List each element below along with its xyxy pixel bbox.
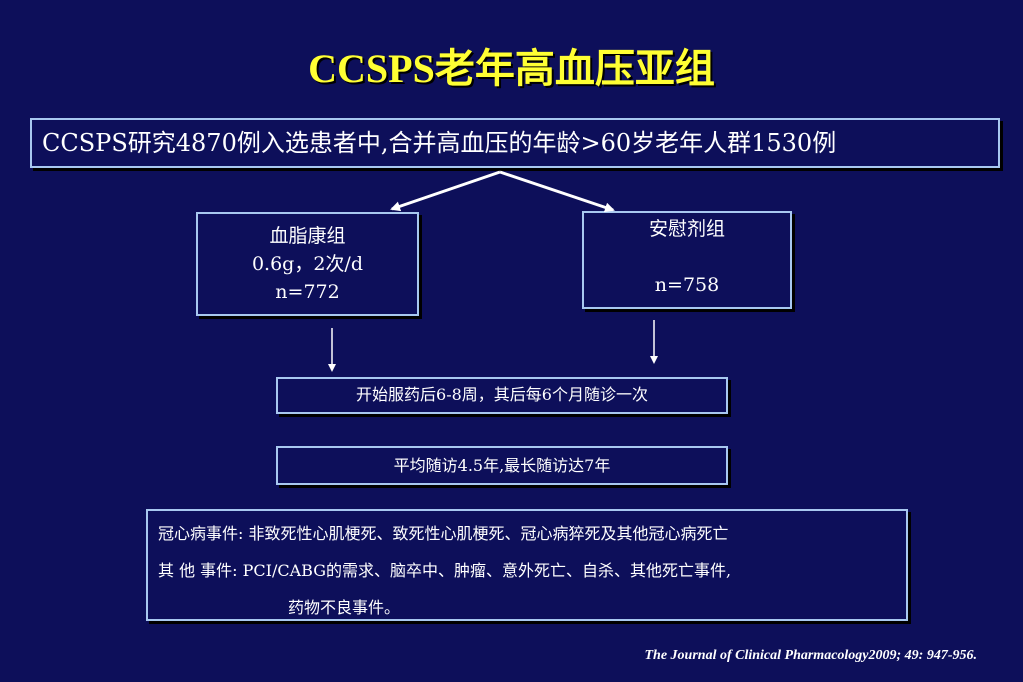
placebo-group-name: 安慰剂组 xyxy=(648,218,725,240)
arrow-to-placebo xyxy=(499,170,615,213)
placebo-group-box: 安慰剂组 n=758 xyxy=(582,211,792,309)
events-line-other: 其 他 事件: PCI/CABG的需求、脑卒中、肿瘤、意外死亡、自杀、其他死亡事… xyxy=(158,561,732,580)
study-population-box: CCSPS研究4870例入选患者中,合并高血压的年龄>60岁老年人群1530例 xyxy=(30,118,1000,168)
visit-schedule-box: 开始服药后6-8周，其后每6个月随诊一次 xyxy=(276,377,728,414)
events-line-coronary: 冠心病事件: 非致死性心肌梗死、致死性心肌梗死、冠心病猝死及其他冠心病死亡 xyxy=(158,524,729,543)
treatment-group-dose: 0.6g，2次/d xyxy=(251,253,364,275)
followup-box: 平均随访4.5年,最长随访达7年 xyxy=(276,446,728,485)
events-line-adverse: 药物不良事件。 xyxy=(288,598,401,617)
placebo-group-spacer xyxy=(584,243,790,271)
page-title: CCSPS老年高血压亚组 xyxy=(308,46,715,91)
treatment-group-n: n=772 xyxy=(275,281,340,303)
citation: The Journal of Clinical Pharmacology2009… xyxy=(644,648,978,663)
events-box: 冠心病事件: 非致死性心肌梗死、致死性心肌梗死、冠心病猝死及其他冠心病死亡 其 … xyxy=(146,509,908,621)
treatment-group-name: 血脂康组 xyxy=(269,225,346,247)
placebo-group-n: n=758 xyxy=(654,274,720,296)
arrow-to-treatment xyxy=(390,170,501,212)
treatment-group-box: 血脂康组 0.6g，2次/d n=772 xyxy=(196,212,419,316)
